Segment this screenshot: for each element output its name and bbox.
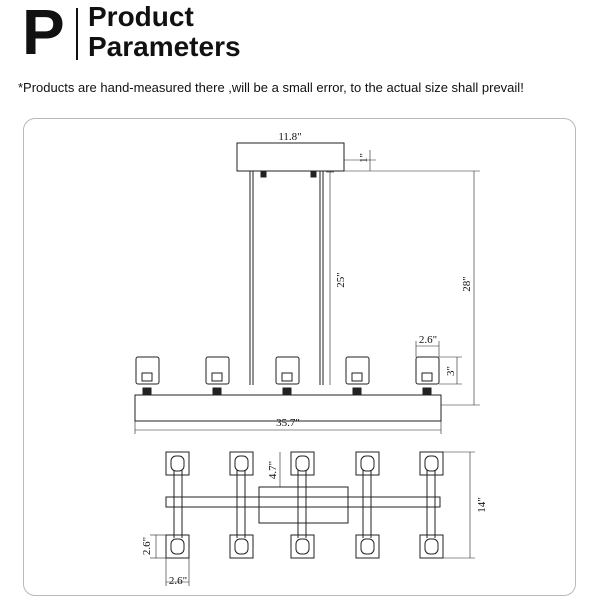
plan-canopy	[258, 486, 349, 524]
dim-plan-spacing: 4.7"	[267, 461, 279, 479]
plan-arm-4	[355, 451, 380, 559]
dim-shade-height: 3"	[445, 366, 457, 376]
dimension-drawing-panel	[23, 118, 576, 596]
suspension-rod-left	[249, 171, 254, 385]
shade-2	[205, 356, 230, 396]
brand-logo-letter: P	[22, 0, 65, 68]
shade-4	[345, 356, 370, 396]
dim-plan-shade-width: 2.6"	[169, 575, 187, 587]
dim-rod-length: 25"	[335, 272, 347, 288]
page-title: Product Parameters	[88, 2, 241, 62]
canopy	[236, 142, 345, 172]
dim-canopy-width: 11.8"	[278, 131, 301, 143]
canopy-clip-right	[310, 170, 317, 178]
shade-1	[135, 356, 160, 396]
plan-arm-3	[290, 451, 315, 559]
title-line-2: Parameters	[88, 31, 241, 62]
suspension-rod-right	[319, 171, 324, 385]
page-header: P Product Parameters	[0, 0, 600, 70]
title-line-1: Product	[88, 1, 194, 32]
dim-plan-depth: 14"	[476, 497, 488, 513]
dim-plan-shade-depth: 2.6"	[141, 537, 153, 555]
shade-3	[275, 356, 300, 396]
dim-overall-height: 28"	[461, 276, 473, 292]
logo-divider	[76, 8, 78, 60]
shade-5	[415, 356, 440, 396]
plan-arm-1	[165, 451, 190, 559]
canopy-clip-left	[260, 170, 267, 178]
plan-arm-2	[229, 451, 254, 559]
plan-crossbar	[165, 496, 441, 508]
dim-bar-length: 35.7"	[276, 417, 300, 429]
dim-shade-width: 2.6"	[419, 334, 437, 346]
plan-arm-5	[419, 451, 444, 559]
measurement-disclaimer: *Products are hand-measured there ,will …	[18, 80, 524, 95]
dim-canopy-height: 1"	[358, 153, 370, 163]
